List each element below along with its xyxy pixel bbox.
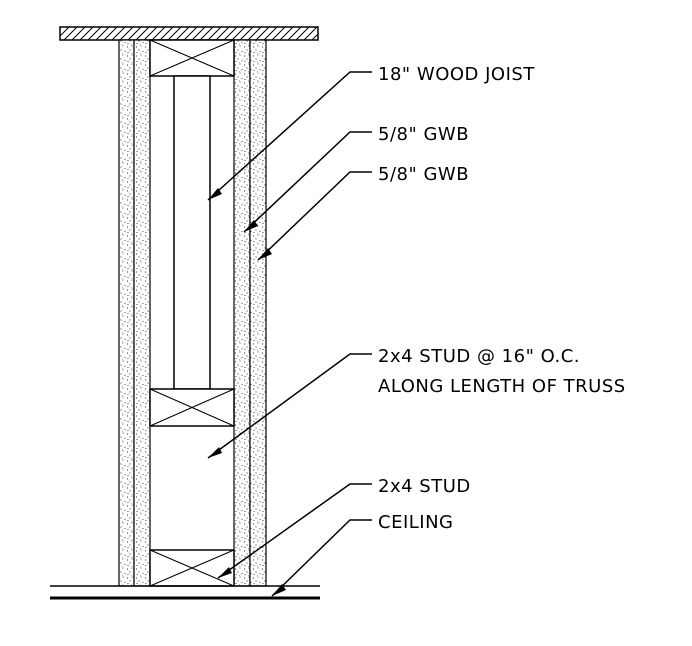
leader-gwb-2 [257,171,372,261]
wall-cavity [149,40,235,586]
leader-gwb-1 [243,131,372,233]
leader-stud [217,483,372,579]
label-wood-joist: 18" WOOD JOIST [378,64,535,85]
leader-joist [207,71,372,201]
left-gwb-layers [118,39,151,587]
bottom-plate [149,549,235,587]
label-stud-oc-line1: 2x4 STUD @ 16" O.C. [378,346,580,367]
label-gwb-2: 5/8" GWB [378,164,469,185]
joist-bottom-block [149,388,235,427]
top-deck [59,26,319,41]
label-ceiling: CEILING [378,512,454,533]
leader-ceiling [271,519,372,597]
label-stud: 2x4 STUD [378,476,471,497]
ceiling-line [50,585,320,600]
wood-joist [173,75,211,390]
right-gwb-layers [233,39,267,587]
leader-stud-oc [207,353,372,459]
label-gwb-1: 5/8" GWB [378,124,469,145]
top-plate [149,39,235,77]
label-stud-oc-line2: ALONG LENGTH OF TRUSS [378,376,626,397]
